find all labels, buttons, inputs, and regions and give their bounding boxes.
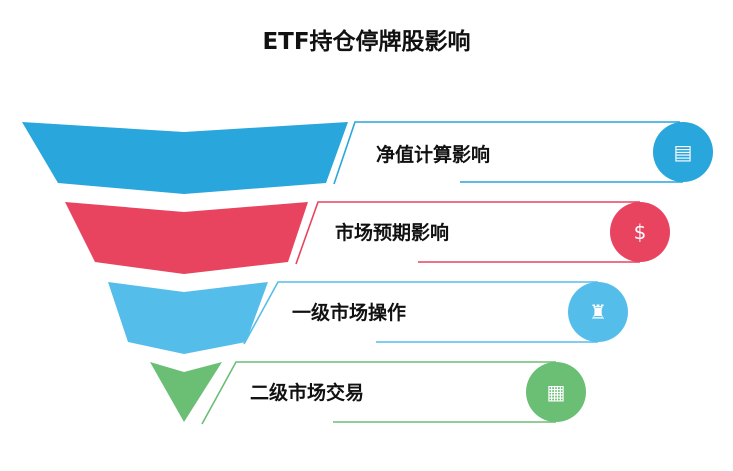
stage-label-2: 市场预期影响: [335, 222, 450, 244]
funnel-segment-4: [150, 362, 222, 422]
stage-label-4: 二级市场交易: [250, 382, 365, 404]
page-title: ETF持仓停牌股影响: [262, 29, 471, 55]
tax-calculator-icon: ▦: [547, 380, 566, 404]
store-icon: ▤: [674, 140, 693, 164]
panel-outline-4: [201, 361, 556, 425]
money-hand-icon: $: [634, 220, 647, 244]
panel-outline-3: [243, 281, 598, 345]
icon-circle-2: [610, 202, 670, 262]
panel-outline-1: [333, 121, 680, 185]
icon-circle-3: [568, 282, 628, 342]
lighthouse-icon: ♜: [589, 300, 607, 324]
funnel-segment-2: [65, 202, 308, 274]
icon-circle-4: [526, 362, 586, 422]
funnel-segment-3: [108, 282, 268, 354]
funnel-segment-1: [22, 122, 348, 194]
icon-circle-1: [653, 122, 713, 182]
panel-outline-2: [295, 201, 640, 265]
stage-label-1: 净值计算影响: [376, 144, 491, 166]
stage-label-3: 一级市场操作: [292, 302, 407, 324]
